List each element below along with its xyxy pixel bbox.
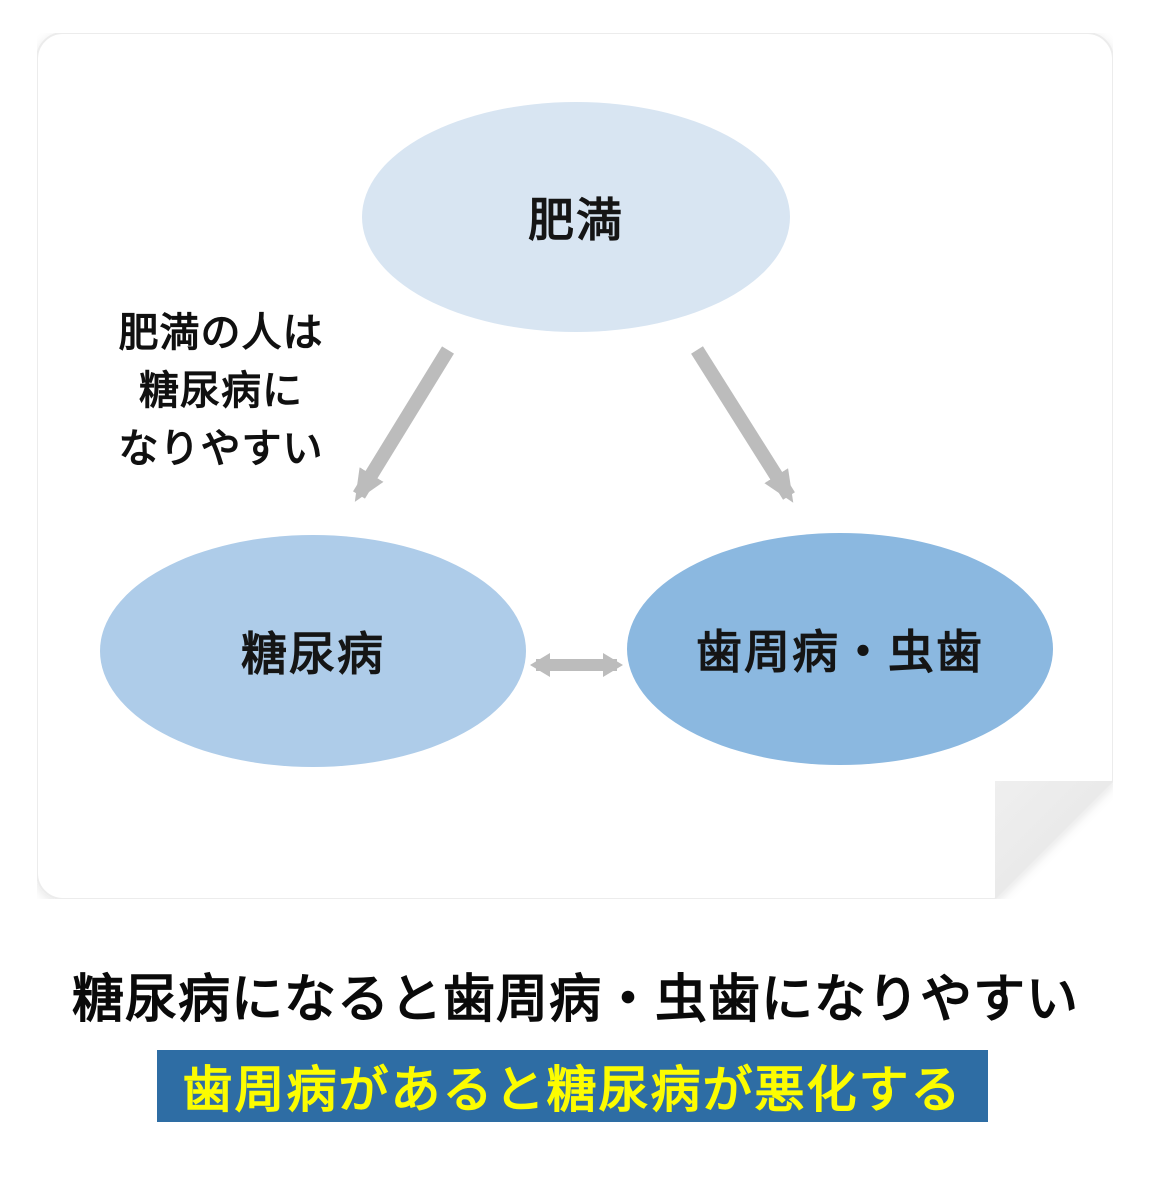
node-diabetes-label: 糖尿病 bbox=[241, 628, 385, 680]
node-diabetes: 糖尿病 bbox=[100, 535, 526, 767]
side-note-line: 肥満の人は bbox=[118, 311, 324, 355]
node-periodontal: 歯周病・虫歯 bbox=[627, 533, 1053, 765]
side-note-line: 糖尿病に bbox=[139, 369, 303, 413]
node-periodontal-label: 歯周病・虫歯 bbox=[696, 626, 984, 678]
side-note: 肥満の人は 糖尿病に なりやすい bbox=[61, 304, 381, 478]
side-note-line: なりやすい bbox=[118, 427, 324, 471]
node-obesity-label: 肥満 bbox=[528, 194, 624, 246]
folded-corner bbox=[995, 781, 1113, 899]
diagram-card: 肥満 糖尿病 歯周病・虫歯 肥満の人は 糖尿病に なりやすい bbox=[37, 33, 1113, 899]
node-obesity: 肥満 bbox=[362, 102, 790, 332]
highlight-banner: 歯周病があると糖尿病が悪化する bbox=[157, 1050, 988, 1122]
highlight-banner-text: 歯周病があると糖尿病が悪化する bbox=[182, 1062, 963, 1118]
caption-text: 糖尿病になると歯周病・虫歯になりやすい bbox=[71, 971, 1079, 1029]
